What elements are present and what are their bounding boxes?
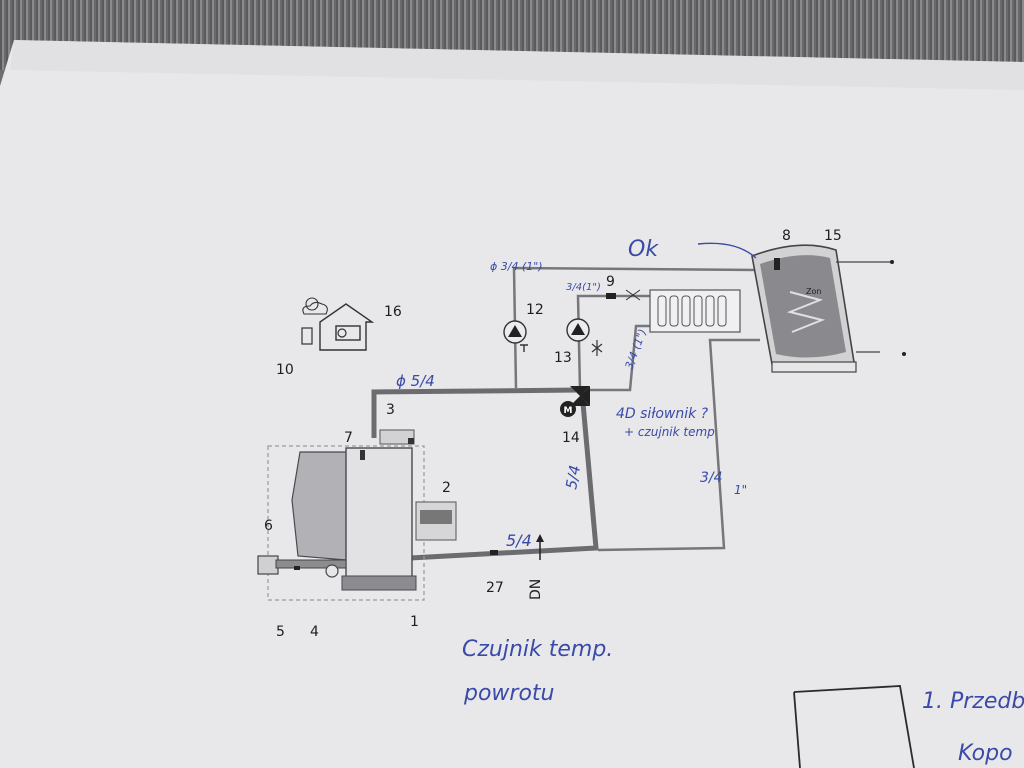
valve-9-fitting (625, 289, 641, 301)
outlet-dot-top (890, 260, 894, 264)
outlet-dot-bottom (902, 352, 906, 356)
label-8: 8 (782, 228, 791, 244)
return-sensor (490, 550, 498, 555)
note-pipe-main-top: ϕ 3/4 (1") (490, 260, 543, 273)
note-pipe-bottom: 5/4 (506, 531, 532, 550)
note-pipe-far-right-1: 3/4 (700, 470, 723, 486)
boiler-unit (291, 429, 417, 591)
label-2: 2 (442, 480, 451, 496)
paper-sheet (0, 40, 1024, 768)
note-pipe-small-top: 3/4(1") (566, 282, 601, 293)
outdoor-sensor-icon (301, 327, 313, 345)
label-10: 10 (276, 362, 294, 378)
dn-arrowhead (536, 534, 544, 542)
label-6: 6 (264, 518, 273, 534)
valve-motor: M (560, 401, 576, 417)
main-pipe-loop (371, 387, 599, 561)
label-14: 14 (562, 430, 580, 446)
label-15: 15 (824, 228, 842, 244)
svg-text:Zon: Zon (806, 287, 821, 296)
note-return-sensor-1: Czujnik temp. (462, 637, 613, 662)
label-13: 13 (554, 350, 572, 366)
note-pipe-right-vertical: 5/4 (562, 464, 584, 491)
mixing-valve (570, 386, 590, 406)
note-return-sensor-2: powrotu (463, 681, 555, 706)
note-corner-1: 1. Przedb (922, 689, 1024, 714)
valve-9 (606, 293, 616, 299)
thermostat-dial-icon (337, 328, 347, 338)
paper-shadow (10, 40, 1024, 90)
sketch-box (793, 685, 915, 768)
label-27: 27 (486, 580, 504, 596)
note-valve-1: 4D siłownik ? (616, 406, 709, 422)
pipe-connections (512, 266, 760, 552)
note-pipe-left-top: ϕ 5/4 (396, 372, 435, 390)
note-corner-2: Kopo (958, 741, 1013, 766)
label-4: 4 (310, 624, 319, 640)
note-pipe-far-right-2: 1" (734, 483, 747, 497)
label-12: 12 (526, 302, 544, 318)
svg-text:M: M (564, 406, 573, 416)
label-5: 5 (276, 624, 285, 640)
weather-sun-cloud-icon (302, 297, 328, 315)
label-1: 1 (410, 614, 419, 630)
house-icon (319, 303, 375, 351)
note-ok: Ok (628, 237, 659, 262)
radiator (649, 289, 741, 333)
pump-13 (566, 318, 590, 342)
label-7: 7 (344, 430, 353, 446)
note-ok-pointer (697, 242, 757, 259)
label-dn: DN (528, 579, 544, 600)
check-valve-13 (591, 340, 603, 356)
hot-water-tank: Zon (751, 244, 857, 373)
label-9: 9 (606, 274, 615, 290)
fuel-feeder (257, 555, 347, 578)
tank-outlets (836, 261, 890, 353)
label-3: 3 (386, 402, 395, 418)
pump-12 (503, 320, 528, 352)
controller-panel (415, 501, 457, 541)
note-valve-2: + czujnik temp (624, 425, 715, 439)
label-16: 16 (384, 304, 402, 320)
